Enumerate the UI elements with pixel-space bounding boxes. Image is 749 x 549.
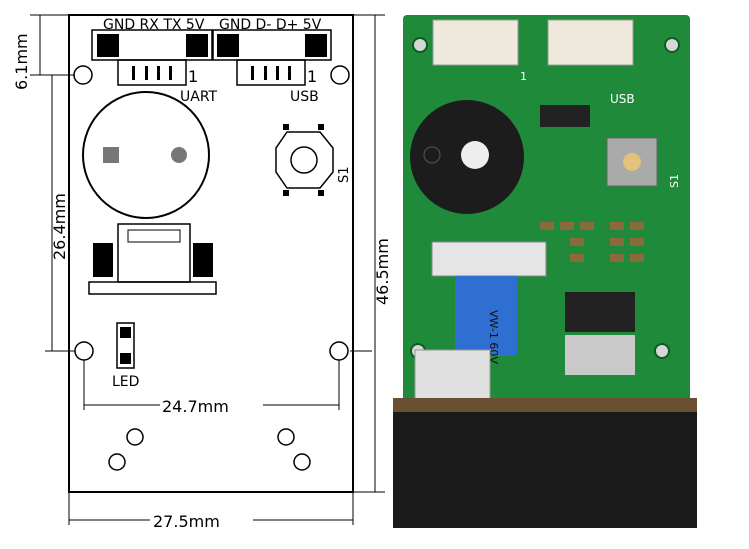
led — [116, 322, 135, 369]
switch-label: S1 — [337, 166, 352, 183]
dimension-lines — [30, 14, 385, 525]
uart-pin1: 1 — [188, 67, 198, 86]
mount-hole-icon — [329, 341, 349, 361]
mount-hole-icon — [330, 65, 350, 85]
usb-pin-labels: GND D- D+ 5V — [219, 17, 322, 33]
mount-hole-icon — [73, 65, 93, 85]
usb-label: USB — [290, 89, 319, 105]
photo-uart-pin1: 1 — [520, 70, 527, 83]
switch-s1 — [275, 124, 334, 196]
dim-right: 46.5mm — [373, 238, 392, 305]
uart-connector — [91, 29, 213, 86]
uart-pin-labels: GND RX TX 5V — [103, 17, 205, 33]
uart-label: UART — [180, 89, 218, 105]
fpc-connector — [88, 223, 217, 295]
mount-hole-icon — [74, 341, 94, 361]
dim-left: 26.4mm — [50, 193, 69, 260]
dim-width: 27.5mm — [153, 512, 220, 531]
photo-switch-label: S1 — [668, 174, 681, 188]
hole-icon — [126, 428, 144, 446]
hole-icon — [293, 453, 311, 471]
dim-hole-span: 24.7mm — [162, 397, 229, 416]
buzzer — [82, 91, 210, 219]
usb-connector — [212, 29, 332, 86]
board-outline — [68, 14, 354, 493]
photo-usb-label: USB — [610, 92, 635, 106]
hole-icon — [108, 453, 126, 471]
usb-pin1: 1 — [307, 67, 317, 86]
led-label: LED — [112, 374, 139, 390]
dim-top: 6.1mm — [12, 33, 31, 90]
module-photo: 1 USB S1 VW-1 60V — [393, 15, 697, 528]
hole-icon — [277, 428, 295, 446]
